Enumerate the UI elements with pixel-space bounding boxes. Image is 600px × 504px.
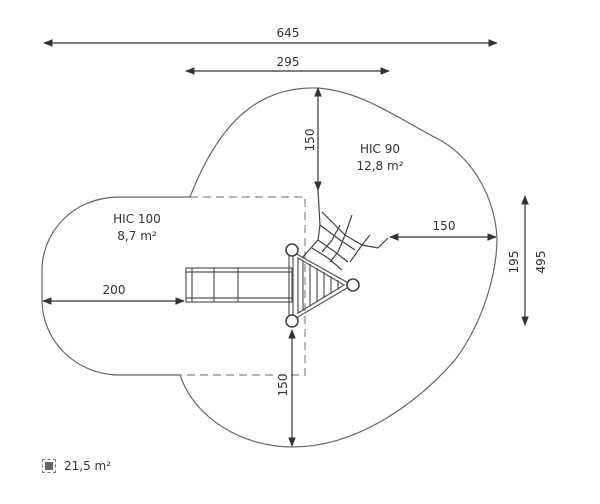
zone-hic100-label: HIC 100	[113, 212, 161, 226]
post-right-icon	[346, 278, 360, 292]
zone-hic90-label: HIC 90	[360, 142, 400, 156]
post-top-icon	[285, 243, 299, 257]
climbing-net-icon	[301, 189, 389, 271]
dim-195-label: 195	[507, 251, 521, 274]
dim-645-label: 645	[277, 26, 300, 40]
triangle-platform-icon	[288, 250, 354, 322]
slide-icon	[185, 267, 293, 303]
safety-surface-icon	[42, 459, 56, 473]
legend-total-area: 21,5 m²	[64, 459, 112, 473]
hic100-boundary	[180, 196, 306, 376]
post-bottom-icon	[285, 314, 299, 328]
zone-hic100-area: 8,7 m²	[117, 229, 157, 243]
dim-top-150-label: 150	[303, 129, 317, 152]
dim-495-label: 495	[534, 251, 548, 274]
dim-200-label: 200	[103, 283, 126, 297]
safety-zone-outline	[41, 87, 498, 448]
dim-bottom-150-label: 150	[276, 374, 290, 397]
legend: 21,5 m²	[42, 459, 111, 473]
dim-right-150-label: 150	[433, 219, 456, 233]
dim-295-label: 295	[277, 55, 300, 69]
zone-hic90-area: 12,8 m²	[356, 159, 403, 173]
